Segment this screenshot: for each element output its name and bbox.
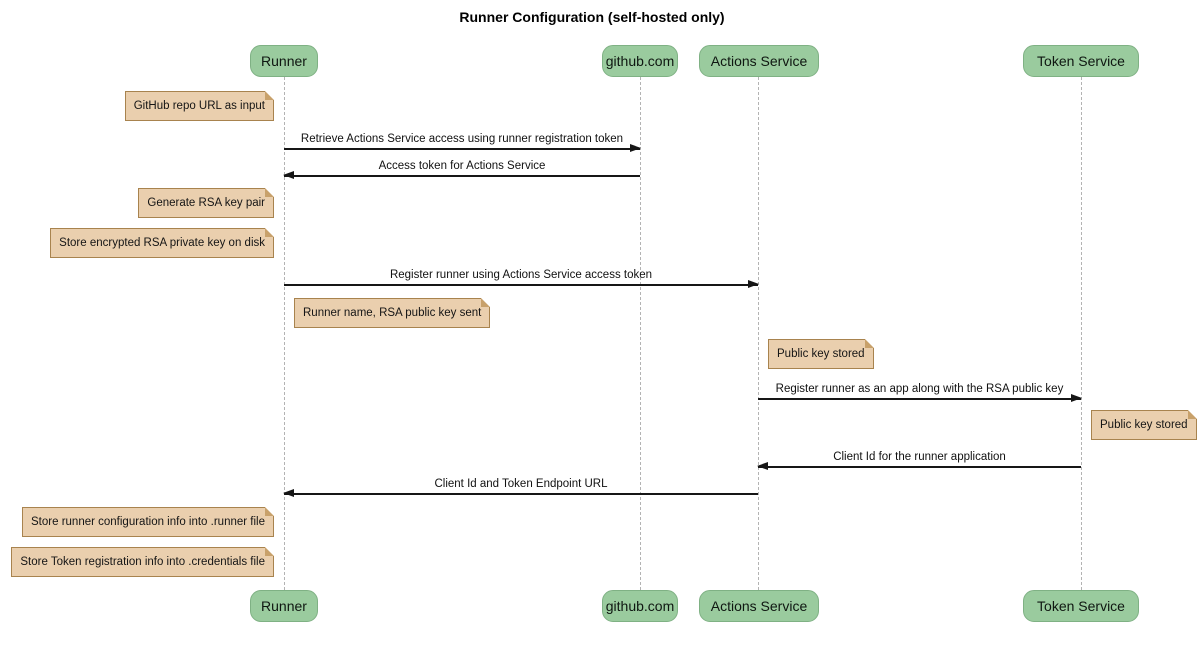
message-label: Retrieve Actions Service access using ru… xyxy=(300,133,624,145)
lifeline-actions-service xyxy=(758,77,759,590)
message-label: Access token for Actions Service xyxy=(378,160,546,172)
message-client-id-for-runner-app: Client Id for the runner application xyxy=(757,451,1081,470)
message-access-token-for-actions-service: Access token for Actions Service xyxy=(283,160,640,179)
diagram-title: Runner Configuration (self-hosted only) xyxy=(459,9,725,25)
lifeline-token-service xyxy=(1080,77,1082,590)
lifeline-runner xyxy=(283,77,285,590)
message-arrow-right xyxy=(284,144,641,152)
note-public-key-stored-token: Public key stored xyxy=(1091,410,1197,440)
message-arrow-right xyxy=(758,394,1082,402)
message-retrieve-actions-service-access: Retrieve Actions Service access using ru… xyxy=(284,133,641,152)
participant-runner-bottom: Runner xyxy=(250,590,318,622)
arrowhead-left-icon xyxy=(757,462,768,470)
participant-token-service-top: Token Service xyxy=(1023,45,1139,77)
message-label: Client Id and Token Endpoint URL xyxy=(434,478,608,490)
message-label: Client Id for the runner application xyxy=(833,451,1006,463)
message-register-runner: Register runner using Actions Service ac… xyxy=(284,269,759,288)
message-label: Register runner as an app along with the… xyxy=(775,383,1064,395)
arrowhead-left-icon xyxy=(283,489,294,497)
participant-runner-top: Runner xyxy=(250,45,318,77)
note-runner-name-public-key-sent: Runner name, RSA public key sent xyxy=(294,298,491,328)
note-store-runner-file: Store runner configuration info into .ru… xyxy=(22,507,274,537)
lifeline-github-com xyxy=(639,77,641,590)
message-arrow-left xyxy=(757,462,1081,470)
participant-actions-service-bottom: Actions Service xyxy=(699,590,819,622)
participant-actions-service-top: Actions Service xyxy=(699,45,819,77)
arrowhead-right-icon xyxy=(748,280,759,288)
arrowhead-left-icon xyxy=(283,171,294,179)
note-generate-rsa-key-pair: Generate RSA key pair xyxy=(138,188,274,218)
note-public-key-stored-actions: Public key stored xyxy=(768,339,874,369)
message-label: Register runner using Actions Service ac… xyxy=(389,269,653,281)
arrowhead-right-icon xyxy=(1071,394,1082,402)
note-github-repo-url-input: GitHub repo URL as input xyxy=(124,91,275,121)
participant-github-com-top: github.com xyxy=(602,45,678,77)
participant-github-com-bottom: github.com xyxy=(602,590,678,622)
message-arrow-left xyxy=(283,171,640,179)
arrowhead-right-icon xyxy=(630,144,641,152)
message-client-id-and-token-endpoint: Client Id and Token Endpoint URL xyxy=(283,478,758,497)
message-arrow-right xyxy=(284,280,759,288)
participant-token-service-bottom: Token Service xyxy=(1023,590,1139,622)
message-arrow-left xyxy=(283,489,758,497)
note-store-encrypted-private-key: Store encrypted RSA private key on disk xyxy=(50,228,274,258)
note-store-credentials-file: Store Token registration info into .cred… xyxy=(11,547,274,577)
message-register-runner-as-app: Register runner as an app along with the… xyxy=(758,383,1082,402)
